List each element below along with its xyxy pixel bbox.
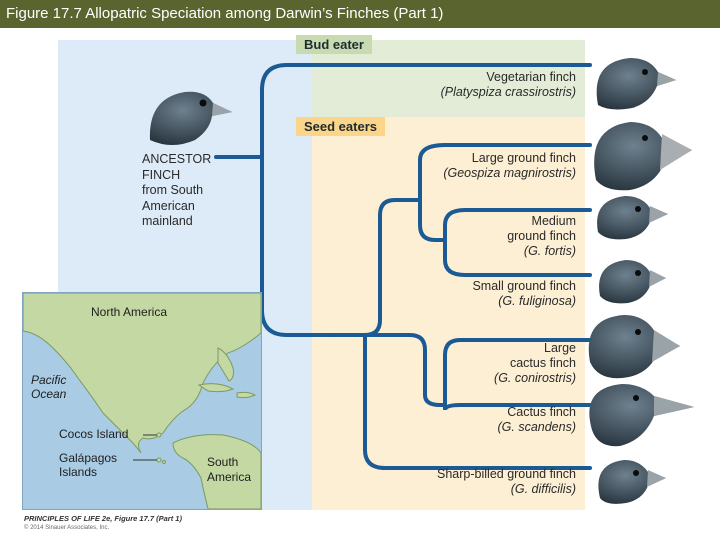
map-land [23, 293, 261, 509]
species-scientific: (G. conirostris) [494, 371, 576, 385]
map-label-galapagos: Galápagos [59, 451, 118, 465]
inset-map: North America Pacific Ocean Cocos Island… [22, 292, 262, 510]
map-label-america: America [207, 470, 252, 484]
species-label-cactus: Cactus finch (G. scandens) [497, 405, 576, 435]
branch-medium-ground [443, 208, 592, 242]
map-label-pacific: Pacific [31, 373, 67, 387]
branch-ground-node [378, 198, 422, 232]
species-label-small-ground: Small ground finch (G. fuliginosa) [472, 279, 576, 309]
species-label-sharp-billed: Sharp-billed ground finch (G. difficilis… [437, 467, 576, 497]
map-label-cocos: Cocos Island [59, 427, 129, 441]
map-label-islands: Islands [59, 465, 98, 479]
branch-large-ground [418, 143, 592, 202]
ancestor-label: ANCESTOR FINCH from South American mainl… [142, 152, 211, 230]
ancestor-finch-image [149, 91, 232, 145]
seed-eaters-label: Seed eaters [296, 117, 385, 136]
branch-large-cactus [443, 338, 592, 407]
species-common: Sharp-billed ground finch [437, 467, 576, 481]
bud-eater-label: Bud eater [296, 35, 372, 54]
species-common: Cactus finch [507, 405, 576, 419]
slide-title: Figure 17.7 Allopatric Speciation among … [0, 0, 720, 28]
species-common: cactus finch [509, 356, 576, 370]
branch-vegetarian [260, 63, 592, 159]
species-scientific: (Platyspiza crassirostris) [440, 85, 576, 99]
species-label-medium-ground: Medium ground finch (G. fortis) [507, 214, 576, 259]
species-common: Large [544, 341, 576, 355]
species-label-large-ground: Large ground finch (Geospiza magnirostri… [443, 151, 576, 181]
map-label-north-america: North America [91, 305, 168, 319]
species-scientific: (Geospiza magnirostris) [443, 166, 576, 180]
small-ground-finch-image [599, 260, 666, 304]
species-common: ground finch [507, 229, 576, 243]
branch-sharp-billed [363, 333, 592, 470]
ancestor-line: ANCESTOR [142, 152, 212, 166]
species-common: Large ground finch [471, 151, 576, 165]
ancestor-line: FINCH [142, 167, 181, 182]
branch-cactus-pair [423, 373, 447, 407]
species-scientific: (G. difficilis) [510, 482, 576, 496]
branch-seed-eaters [260, 155, 332, 337]
branch-cactus [443, 403, 592, 411]
species-scientific: (G. fuliginosa) [498, 294, 576, 308]
species-label-large-cactus: Large cactus finch (G. conirostris) [494, 341, 576, 386]
species-label-vegetarian: Vegetarian finch (Platyspiza crassirostr… [441, 70, 576, 100]
medium-ground-finch-image [597, 196, 668, 240]
species-scientific: (G. fortis) [523, 244, 576, 258]
branch-medium-small [418, 198, 447, 242]
large-ground-finch-image [594, 122, 692, 191]
ancestor-line: from South [142, 183, 204, 197]
figure-credit: PRINCIPLES OF LIFE 2e, Figure 17.7 (Part… [24, 514, 182, 523]
copyright: © 2014 Sinauer Associates, Inc. [24, 525, 110, 531]
sharp-billed-ground-finch-image [598, 460, 666, 504]
large-cactus-finch-image [588, 315, 680, 379]
species-common: Medium [531, 214, 576, 228]
map-label-ocean: Ocean [31, 387, 67, 401]
branch-small-ground [443, 238, 592, 277]
cactus-finch-image [589, 384, 694, 447]
ancestor-line: mainland [142, 214, 193, 228]
species-common: Small ground finch [472, 279, 576, 293]
vegetarian-finch-image [596, 58, 676, 110]
map-label-south: South [207, 455, 239, 469]
species-common: Vegetarian finch [486, 70, 576, 84]
seed-eaters-region [312, 117, 585, 510]
branch-cactus-node [363, 333, 427, 377]
ancestor-line: American [142, 198, 195, 213]
species-scientific: (G. scandens) [497, 420, 576, 434]
